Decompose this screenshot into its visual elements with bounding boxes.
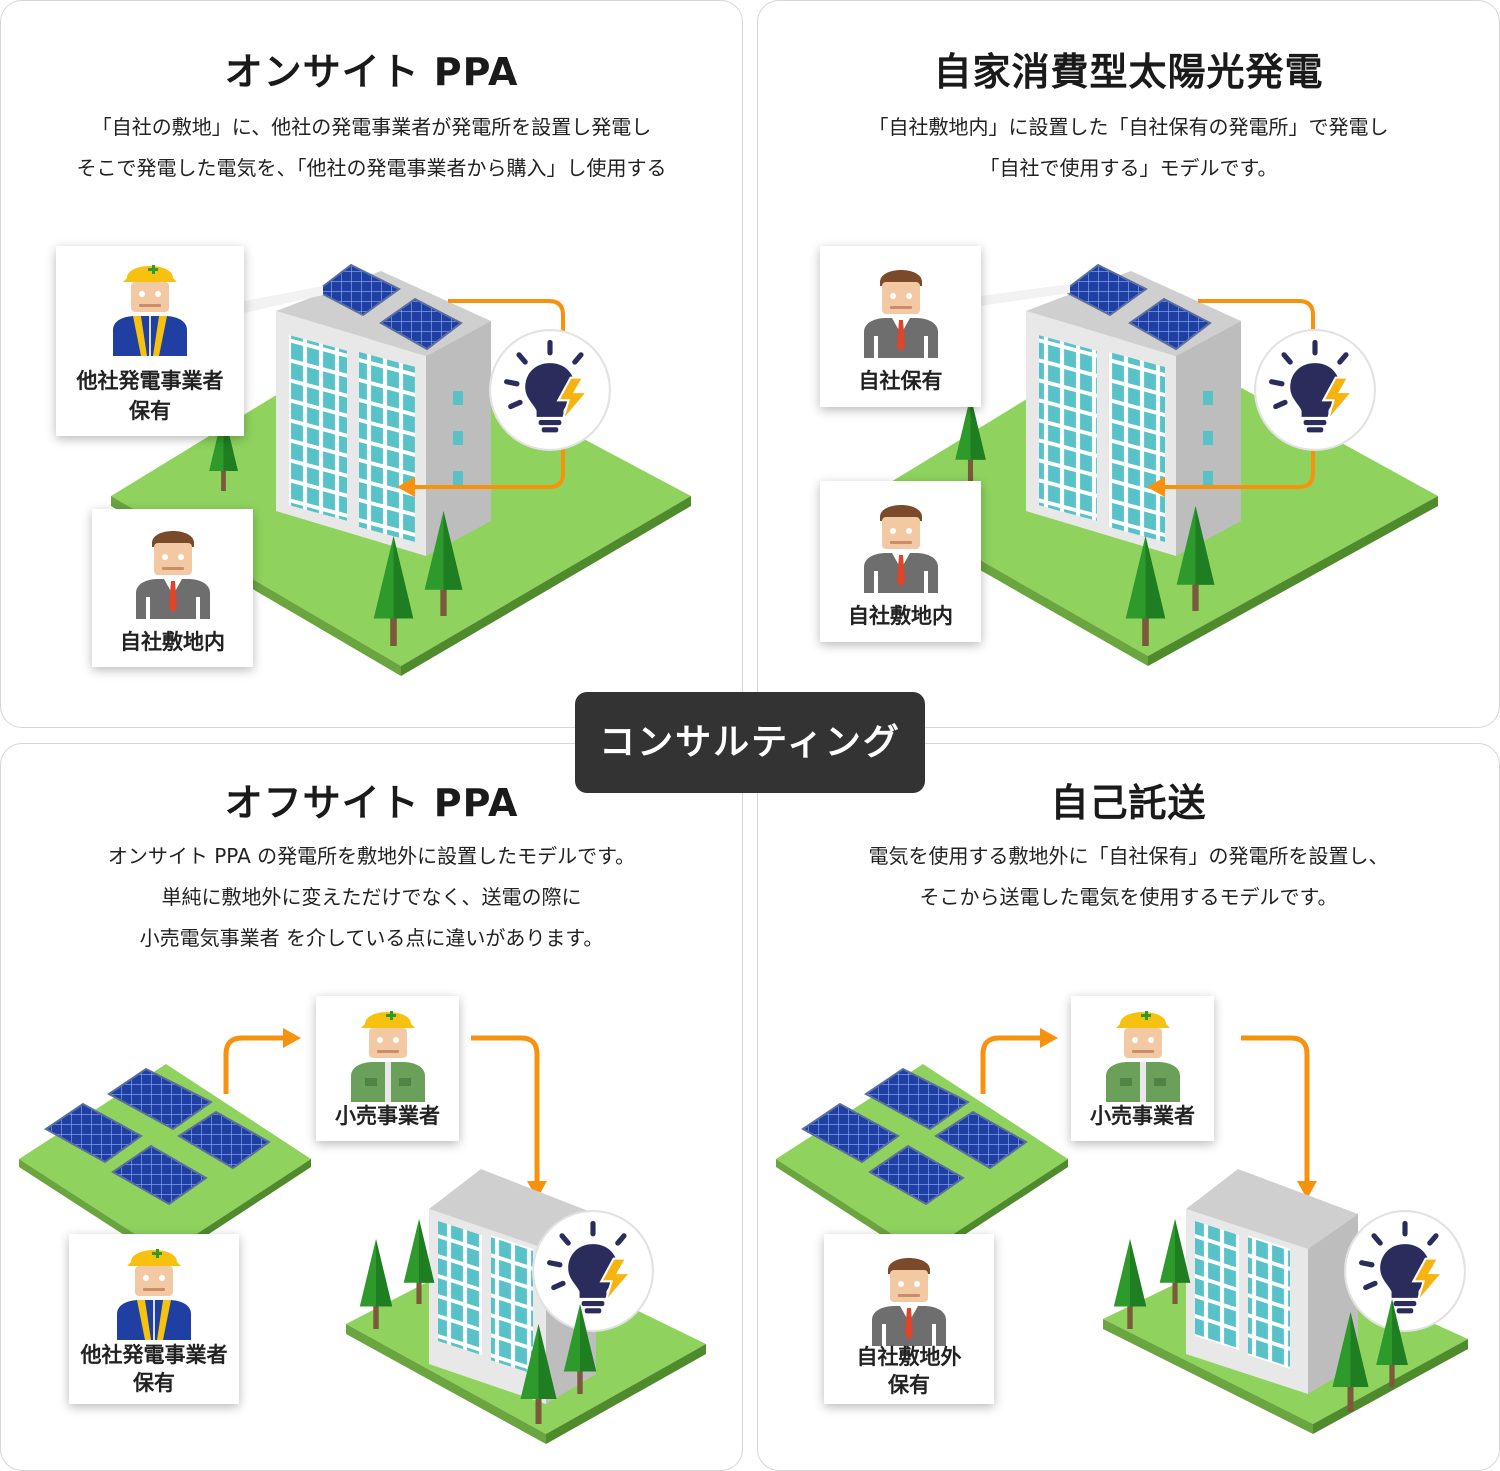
panel-description: 電気を使用する敷地外に「自社保有」の発電所を設置し、 そこから送電した電気を使用… <box>868 844 1389 909</box>
businessman-icon <box>856 493 946 593</box>
retailer-worker-icon <box>343 1002 433 1102</box>
panel-description: オンサイト PPA の発電所を敷地外に設置したモデルです。 単純に敷地外に変えた… <box>107 844 636 950</box>
card-label: 他社発電事業者 <box>80 1343 228 1367</box>
card-label: 保有 <box>133 1371 175 1395</box>
card-other-company-owner: 他社発電事業者 保有 <box>56 246 244 436</box>
card-label: 保有 <box>888 1373 930 1397</box>
card-label: 自社敷地内 <box>120 630 225 654</box>
card-label: 他社発電事業者 <box>76 369 224 393</box>
panel-title: オンサイト PPA <box>224 50 519 94</box>
consulting-badge: コンサルティング <box>575 692 925 793</box>
card-retailer: 小売事業者 <box>316 996 459 1141</box>
panel-onsite-ppa: オンサイト PPA 「自社の敷地」に、他社の発電事業者が発電所を設置し発電し そ… <box>0 0 743 728</box>
panel-title: 自家消費型太陽光発電 <box>933 50 1324 94</box>
worker-helmet-icon <box>109 1240 199 1340</box>
offsite-illustration <box>19 1028 706 1444</box>
card-other-company-owner: 他社発電事業者 保有 <box>69 1234 239 1404</box>
card-label: 小売事業者 <box>335 1104 440 1128</box>
worker-helmet-icon <box>105 256 195 356</box>
card-own-owner: 自社保有 <box>820 246 981 407</box>
panel-description: 「自社の敷地」に、他社の発電事業者が発電所を設置し発電し そこで発電した電気を、… <box>76 115 667 180</box>
panel-self-wheeling: 自己託送 電気を使用する敷地外に「自社保有」の発電所を設置し、 そこから送電した… <box>757 743 1500 1471</box>
businessman-icon <box>856 258 946 358</box>
card-label: 保有 <box>129 399 171 423</box>
card-label: 自社敷地内 <box>848 604 953 628</box>
card-label: 小売事業者 <box>1090 1104 1195 1128</box>
card-own-site: 自社敷地内 <box>92 509 253 667</box>
panel-offsite-ppa: オフサイト PPA オンサイト PPA の発電所を敷地外に設置したモデルです。 … <box>0 743 743 1471</box>
businessman-icon <box>128 519 218 619</box>
panel-title: 自己託送 <box>1050 781 1207 825</box>
retailer-worker-icon <box>1098 1002 1188 1102</box>
panel-self-consumption: 自家消費型太陽光発電 「自社敷地内」に設置した「自社保有の発電所」で発電し 「自… <box>757 0 1500 728</box>
panel-title: オフサイト PPA <box>224 781 519 825</box>
card-retailer: 小売事業者 <box>1071 996 1214 1141</box>
businessman-icon <box>864 1246 954 1346</box>
card-label: 自社保有 <box>858 369 943 393</box>
card-label: 自社敷地外 <box>856 1345 962 1369</box>
card-own-site: 自社敷地内 <box>820 481 981 642</box>
panel-description: 「自社敷地内」に設置した「自社保有の発電所」で発電し 「自社で使用する」モデルで… <box>868 115 1389 180</box>
card-own-offsite-owner: 自社敷地外 保有 <box>824 1234 994 1404</box>
self-wheeling-illustration <box>776 1028 1468 1434</box>
